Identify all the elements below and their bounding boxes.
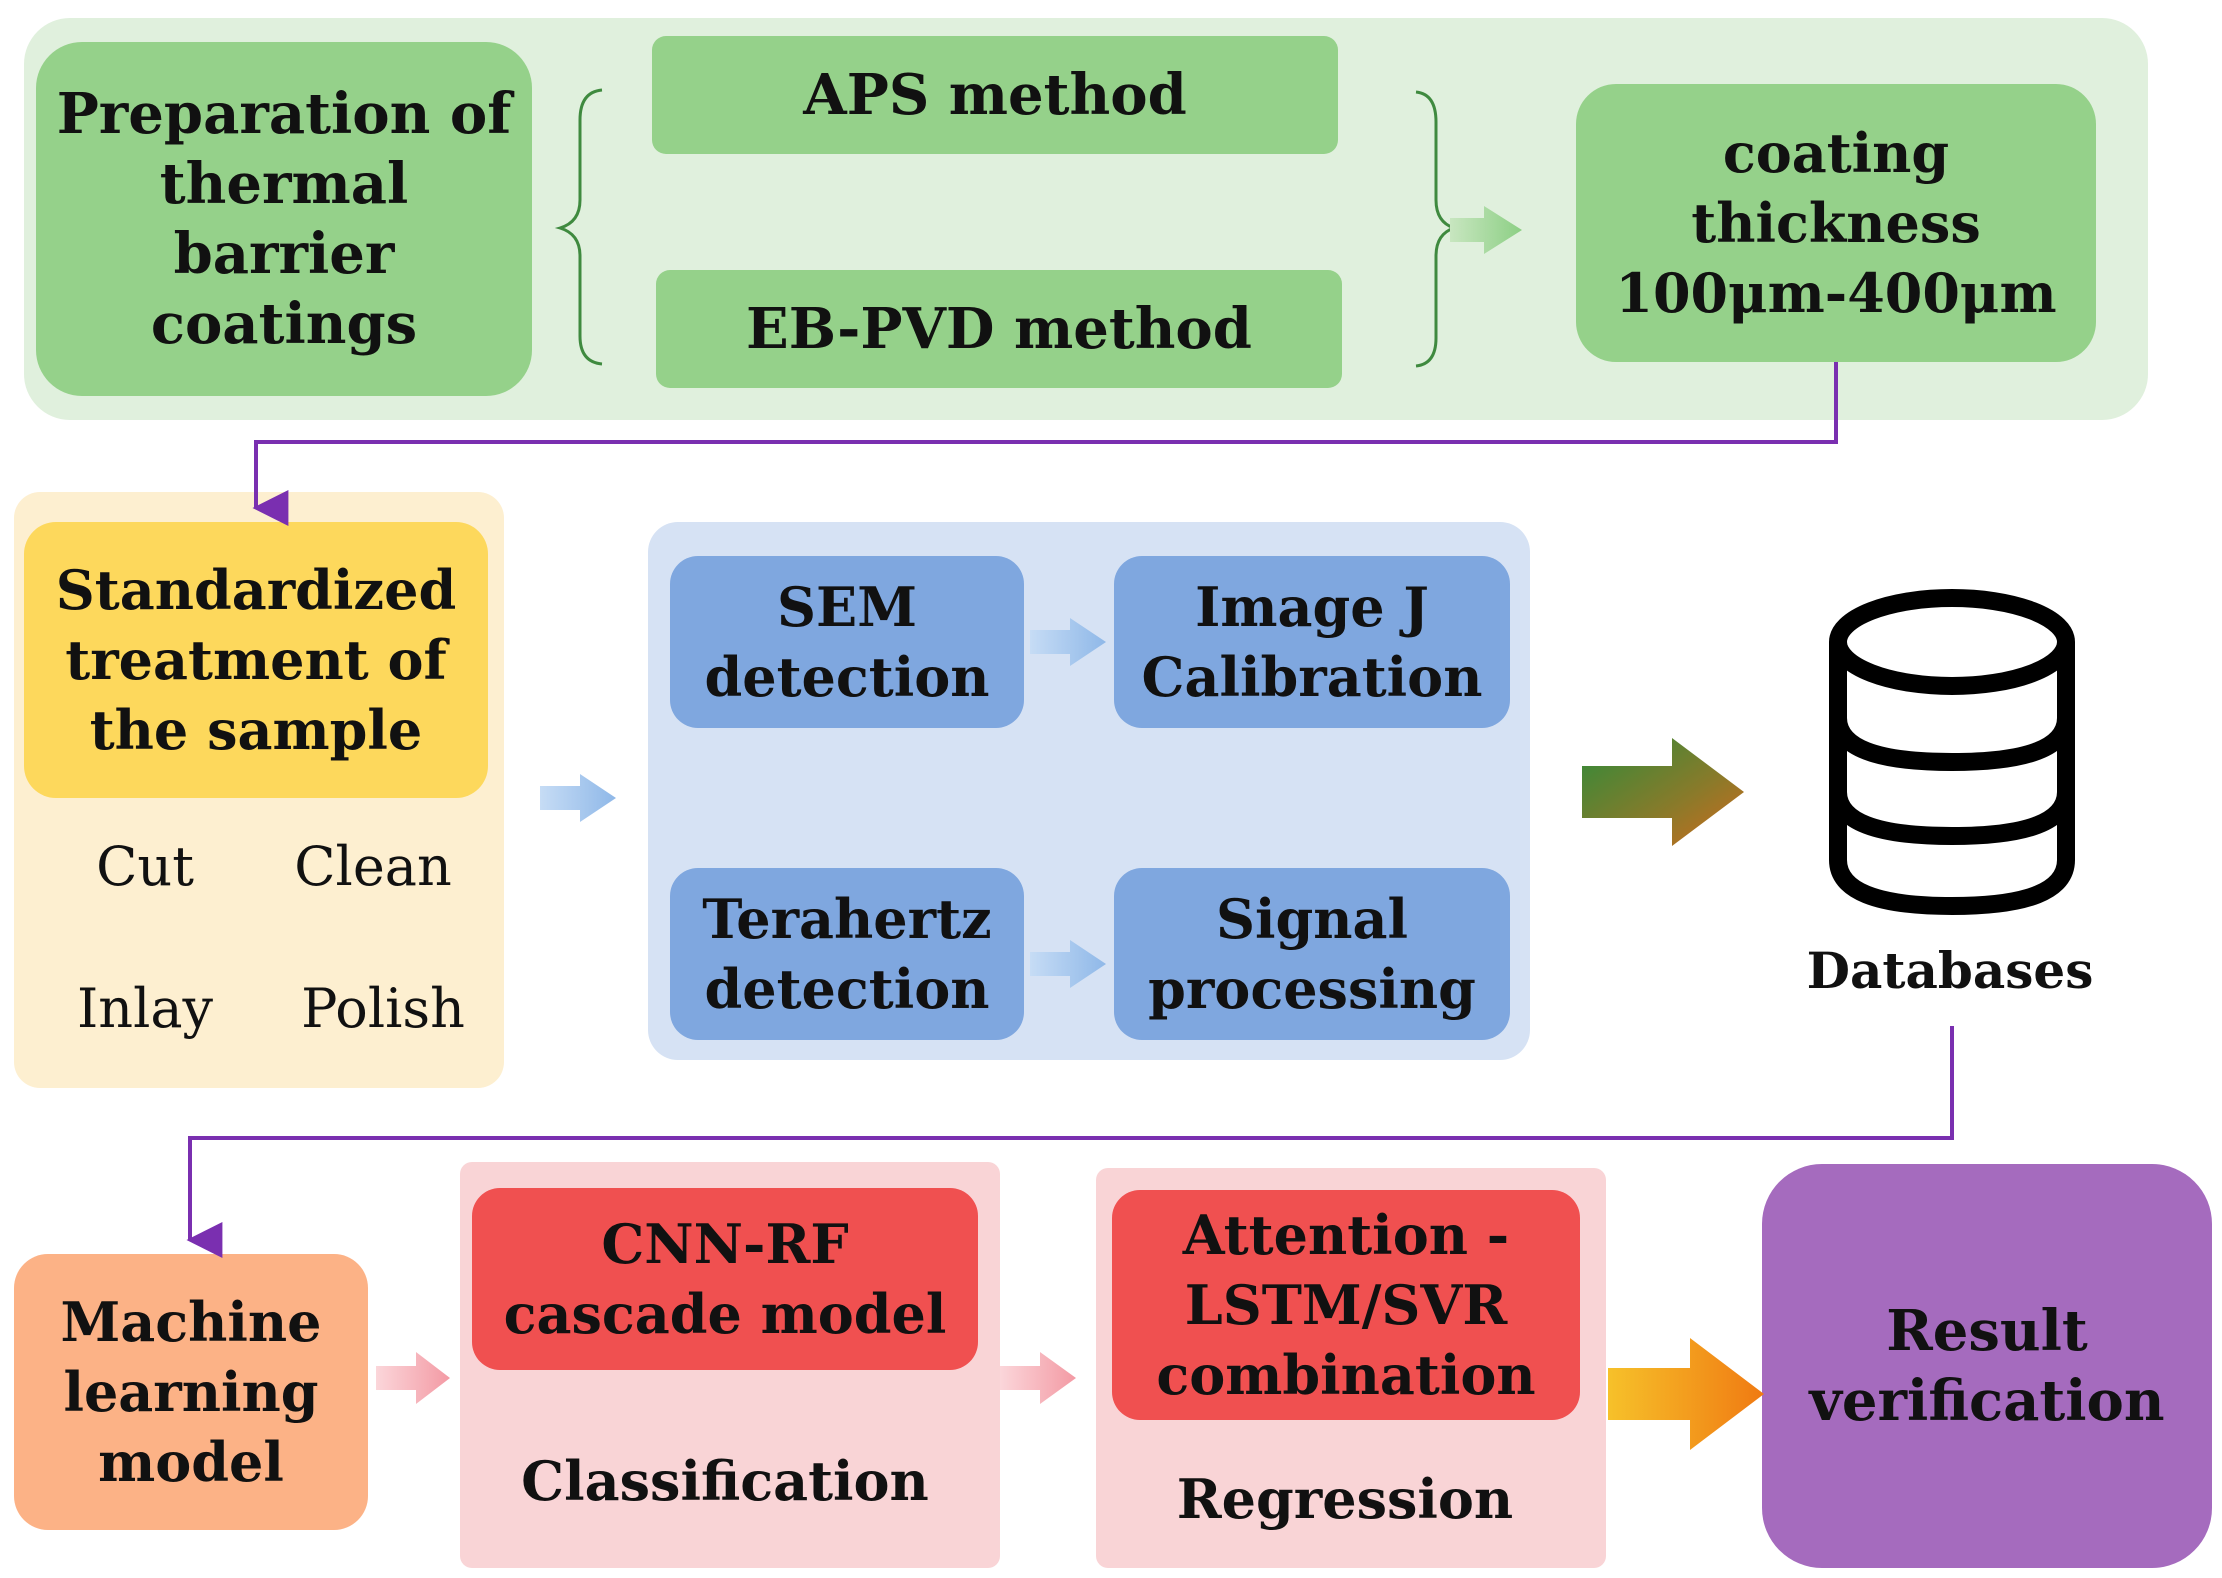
databases-label: Databases bbox=[1806, 940, 2094, 1000]
aps-method-box: APS method bbox=[652, 36, 1338, 154]
preparation-box: Preparation of thermal barrier coatings bbox=[36, 42, 532, 396]
arrow-right-icon bbox=[1450, 206, 1522, 254]
classification-label: Classification bbox=[521, 1449, 929, 1513]
imagej-calibration-box: Image J Calibration bbox=[1114, 556, 1510, 728]
step-cut: Cut bbox=[96, 834, 194, 898]
left-brace-icon bbox=[554, 88, 603, 366]
connector-line bbox=[186, 1026, 1954, 1258]
arrow-right-icon bbox=[540, 774, 616, 822]
arrow-right-icon bbox=[1030, 618, 1106, 666]
step-clean: Clean bbox=[294, 834, 452, 898]
ebpvd-method-box: EB-PVD method bbox=[656, 270, 1342, 388]
coating-thickness-box: coating thickness 100μm-400μm bbox=[1576, 84, 2096, 362]
connector-line bbox=[252, 362, 1838, 526]
arrow-right-icon bbox=[1608, 1338, 1764, 1450]
cnn-rf-box: CNN-RF cascade model bbox=[472, 1188, 978, 1370]
arrow-right-icon bbox=[1030, 940, 1106, 988]
sample-treatment-box: Standardized treatment of the sample bbox=[24, 522, 488, 798]
machine-learning-box: Machine learning model bbox=[14, 1254, 368, 1530]
arrow-right-icon bbox=[1000, 1352, 1076, 1404]
regression-label: Regression bbox=[1176, 1467, 1514, 1531]
arrow-right-icon bbox=[376, 1352, 450, 1404]
attention-lstm-svr-box: Attention - LSTM/SVR combination bbox=[1112, 1190, 1580, 1420]
step-inlay: Inlay bbox=[76, 976, 214, 1040]
sem-detection-box: SEM detection bbox=[670, 556, 1024, 728]
result-verification-box: Result verification bbox=[1762, 1164, 2212, 1568]
terahertz-detection-box: Terahertz detection bbox=[670, 868, 1024, 1040]
right-brace-icon bbox=[1415, 90, 1459, 368]
database-icon bbox=[1829, 589, 2075, 915]
arrow-right-icon bbox=[1582, 738, 1744, 846]
step-polish: Polish bbox=[301, 976, 465, 1040]
signal-processing-box: Signal processing bbox=[1114, 868, 1510, 1040]
